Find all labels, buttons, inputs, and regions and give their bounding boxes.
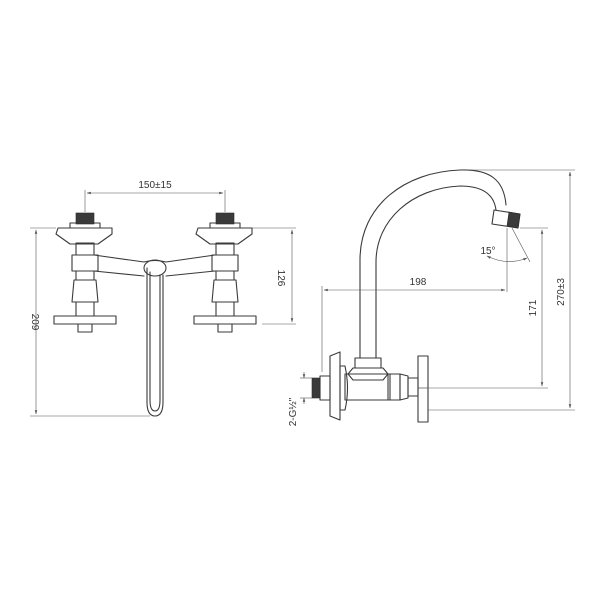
dim-spacing-label: 150±15 [138,180,172,191]
front-body-tube [93,254,216,277]
front-spout [143,259,167,417]
front-view: 150±15 209 126 [29,180,296,417]
dim-total-height-label: 270±3 [556,278,567,306]
side-valve-body [311,351,429,423]
dim-reach-label: 198 [410,277,427,288]
dim-height-total: 209 [29,227,150,417]
dim-angle-label: 15° [480,246,495,257]
dim-height-inlet: 126 [252,227,296,325]
dim-reach: 198 [321,277,506,372]
dim-angle: 15° [480,227,531,292]
dim-total-height: 270±3 [428,169,575,411]
front-left-valve [53,212,117,333]
side-view: 2-G½" 198 15° 171 270±3 [288,169,575,426]
side-spout [359,169,521,359]
dim-outlet-height-label: 171 [528,299,539,316]
dim-thread-label: 2-G½" [288,397,299,426]
dim-height-inlet-label: 126 [275,270,286,287]
dim-spacing: 150±15 [84,180,226,212]
dim-height-total-label: 209 [29,314,40,331]
dim-thread: 2-G½" [288,372,312,426]
dim-outlet-height: 171 [428,227,548,389]
